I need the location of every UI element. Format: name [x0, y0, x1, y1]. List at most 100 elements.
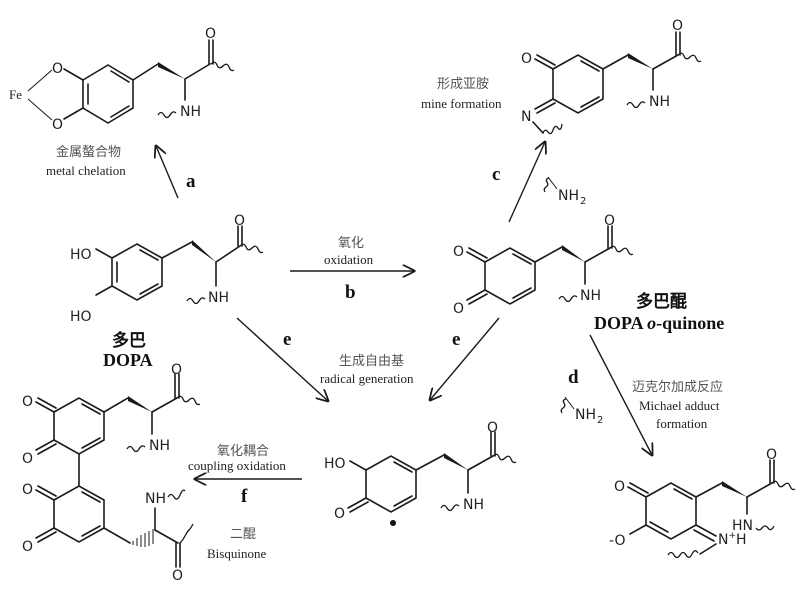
reaction-e-label-en: radical generation — [320, 371, 414, 386]
wedge-bond — [158, 62, 185, 79]
wavy-bond — [558, 295, 578, 303]
amine-nh: NH — [145, 491, 166, 507]
dopa-quinone-structure: O O O NH — [453, 213, 634, 317]
quinone-name-en: DOPA o-quinone — [594, 313, 724, 333]
ring-oxygen: O — [334, 506, 345, 522]
amine-reagent-label: NH — [558, 188, 579, 204]
carbonyl-oxygen: O — [234, 213, 245, 229]
wedge-bond — [628, 53, 653, 69]
bisquinone-structure: O O O NH O O — [22, 362, 201, 584]
bisquinone-name-zh: 二醌 — [230, 527, 256, 542]
arrow-a — [156, 146, 179, 199]
amine-nh: NH — [180, 104, 201, 120]
wavy-bond — [157, 111, 177, 119]
quinone-oxygen: O — [22, 451, 33, 467]
quinone-oxygen: O — [22, 482, 33, 498]
wavy-bond — [126, 445, 146, 453]
iron-atom: Fe — [9, 87, 22, 102]
wavy-bond — [667, 550, 699, 559]
carbonyl-oxygen: O — [604, 213, 615, 229]
ring-oxygen: O — [614, 479, 625, 495]
lower-ring — [53, 485, 105, 543]
wedge-bond — [444, 453, 468, 470]
wedge-bond — [722, 481, 747, 497]
carbonyl-oxygen: O — [487, 420, 498, 436]
reaction-d-label-zh: 迈克尔加成反应 — [632, 379, 723, 395]
reaction-d-label-en-2: formation — [656, 416, 708, 431]
step-label-f: f — [241, 486, 248, 507]
reaction-d-label-en-1: Michael adduct — [639, 398, 720, 413]
upper-ring — [53, 397, 105, 455]
arrow-e-from-quinone — [430, 317, 500, 400]
wedge-bond — [562, 245, 585, 262]
amine-hn: HN — [732, 518, 753, 534]
oxygen-atom: O — [52, 117, 63, 133]
wavy-bond — [440, 504, 460, 512]
reaction-f-label-en: coupling oxidation — [188, 458, 286, 473]
wavy-bond — [626, 101, 646, 109]
reaction-f-label-zh: 氧化耦合 — [217, 444, 269, 459]
reaction-a-label-en: metal chelation — [46, 163, 126, 178]
wedge-bond — [192, 240, 216, 262]
step-label-e-left: e — [283, 329, 291, 350]
ring — [552, 54, 604, 114]
wavy-bond — [179, 523, 194, 544]
step-label-b: b — [345, 282, 356, 303]
wavy-bond — [609, 245, 634, 256]
wavy-bond — [560, 398, 567, 414]
reaction-e-label-zh: 生成自由基 — [339, 354, 404, 369]
amine-subscript: 2 — [580, 196, 586, 207]
amine-nh: NH — [463, 497, 484, 513]
carbonyl-oxygen: O — [171, 362, 182, 378]
wavy-bond — [542, 123, 563, 135]
ring — [365, 455, 417, 513]
quinone-name-zh: 多巴醌 — [636, 291, 687, 312]
amine-nh: NH — [149, 438, 170, 454]
arrow-e-from-dopa — [236, 317, 328, 401]
step-label-a: a — [186, 171, 196, 192]
amine-nh: NH — [208, 290, 229, 306]
carbonyl-oxygen: O — [766, 447, 777, 463]
fe-chelate-structure: O O Fe O NH — [9, 26, 235, 133]
wedge-bond — [128, 396, 152, 412]
hydroxyl-group: HO — [324, 456, 346, 472]
dopa-name-en: DOPA — [103, 350, 153, 370]
benzene-ring — [111, 243, 163, 301]
wavy-bond — [492, 453, 517, 464]
arrow-d — [589, 334, 652, 455]
quinone-ring — [484, 247, 536, 305]
reaction-a-label-zh: 金属螯合物 — [56, 144, 121, 160]
radical-dot — [390, 520, 396, 526]
amine-subscript: 2 — [597, 415, 603, 426]
dopa-name-zh: 多巴 — [112, 330, 146, 351]
wavy-bond — [176, 395, 201, 406]
bisquinone-name-en: Bisquinone — [207, 546, 266, 561]
step-label-e-right: e — [452, 329, 460, 350]
michael-adduct-structure: O -O N+H O HN — [609, 447, 796, 559]
reaction-b-label-zh: 氧化 — [338, 236, 364, 251]
oxygen-atom: O — [52, 61, 63, 77]
quinone-oxygen: O — [22, 394, 33, 410]
hydroxyl-group: HO — [70, 309, 92, 325]
wavy-bond — [210, 61, 235, 72]
reaction-b-label-en: oxidation — [324, 252, 374, 267]
amine-nh: NH — [580, 288, 601, 304]
imine-structure: O N O NH — [521, 18, 702, 135]
amine-reagent-c: NH 2 — [543, 176, 586, 207]
wavy-bond — [771, 480, 796, 491]
reaction-c-label-zh: 形成亚胺 — [437, 77, 489, 92]
ring — [645, 482, 697, 540]
reaction-c-label-en: mine formation — [421, 96, 502, 111]
quinone-oxygen: O — [22, 539, 33, 555]
iminium-nitrogen: N+H — [718, 531, 747, 548]
amine-nh: NH — [649, 94, 670, 110]
phenolate-oxygen: -O — [609, 533, 625, 549]
wavy-bond — [167, 489, 186, 500]
hydroxyl-group: HO — [70, 247, 92, 263]
wavy-bond — [239, 243, 264, 254]
amine-reagent-label: NH — [575, 407, 596, 423]
benzene-ring — [82, 64, 134, 124]
wavy-bond — [543, 177, 550, 193]
wavy-bond — [186, 297, 206, 305]
